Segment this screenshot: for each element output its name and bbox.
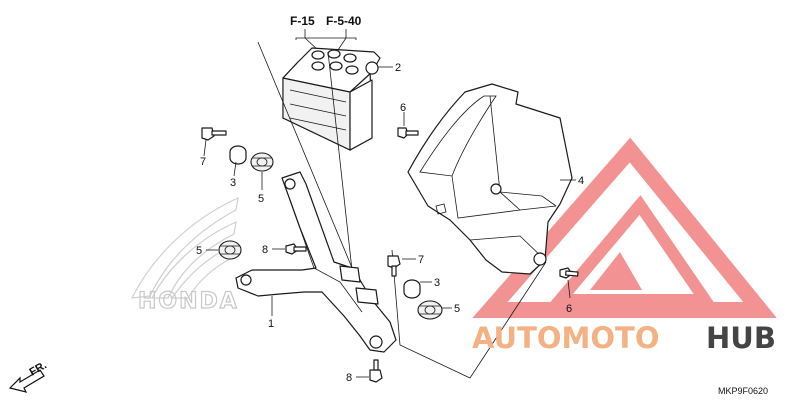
callout-5-left-upper: 5 — [258, 193, 264, 205]
callout-2: 2 — [395, 62, 401, 74]
callout-5-right: 5 — [454, 303, 460, 315]
ref-f15: F-15 — [290, 14, 315, 28]
diagram-code: MKP9F0620 — [718, 386, 768, 396]
callout-8-middle: 8 — [262, 244, 268, 256]
bolt-7-left-part — [201, 127, 227, 141]
callout-4: 4 — [578, 175, 584, 187]
bracket-1-part — [235, 171, 397, 353]
assembly-leaders — [257, 41, 547, 379]
front-indicator: FR. — [28, 359, 49, 378]
watermark-text-hub: HUB — [706, 321, 776, 355]
abs-modulator-part — [282, 47, 381, 151]
bolt-7-right-part — [387, 255, 401, 277]
ref-f540: F-5-40 — [326, 14, 362, 28]
honda-logo-text: HONDA — [138, 289, 239, 314]
callout-3-left: 3 — [230, 177, 236, 189]
callout-6-lower: 6 — [566, 303, 572, 315]
abs-cover-part — [407, 83, 573, 275]
callout-6-upper: 6 — [400, 102, 406, 114]
callout-8-bottom: 8 — [346, 372, 352, 384]
callout-3-right: 3 — [434, 277, 440, 289]
rubber-5-left-lower-part — [218, 240, 242, 260]
bolt-8-middle-part — [285, 243, 307, 255]
rubber-5-right-part — [417, 300, 443, 320]
callout-5-left-lower: 5 — [196, 245, 202, 257]
callout-7-left: 7 — [200, 156, 206, 168]
collar-3-right-part — [403, 279, 421, 299]
callout-1: 1 — [268, 318, 274, 330]
honda-wing-logo: HONDA — [130, 196, 239, 315]
front-arrow-icon — [8, 369, 45, 393]
watermark-logo-icon — [472, 137, 777, 318]
callout-7-right: 7 — [418, 254, 424, 266]
bolt-6-lower-part — [559, 267, 579, 279]
watermark-text-automoto: AUTOMOTO — [472, 321, 659, 355]
ref-leaders — [295, 29, 357, 51]
collar-3-left-part — [229, 145, 247, 165]
rubber-5-left-upper-part — [250, 152, 274, 172]
bolt-6-upper-part — [397, 127, 419, 139]
bolt-8-bottom-part — [369, 359, 383, 383]
